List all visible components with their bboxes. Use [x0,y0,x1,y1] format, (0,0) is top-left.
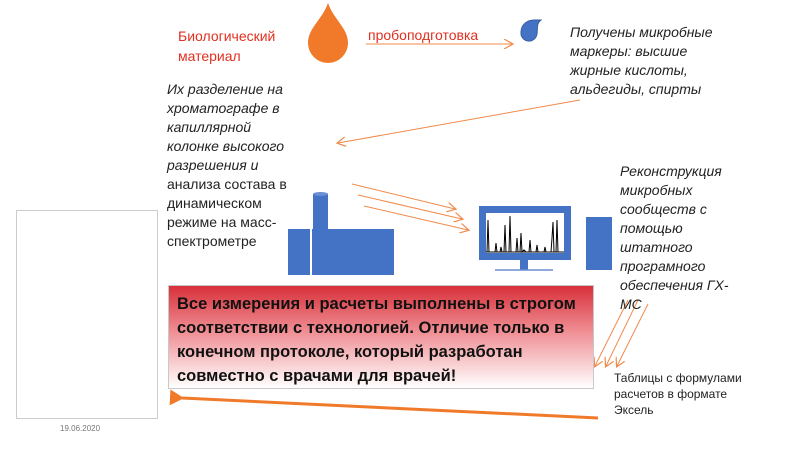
separation-label: Их разделение на хроматографе в капилляр… [167,81,285,173]
highlight-text: Все измерения и расчеты выполнены в стро… [177,295,576,385]
tables-label: Таблицы с формулами расчетов в формате Э… [614,371,742,417]
document-date: 19.06.2020 [60,424,101,433]
drop-icon [308,3,348,63]
sample-prep-label: пробоподготовка [368,27,479,43]
arrow-markers-to-separation [338,99,581,143]
highlight-box: Все измерения и расчеты выполнены в стро… [168,285,594,389]
computer-tower-icon [586,217,612,270]
arrow-recon-2 [606,299,639,366]
arrow-ms-2 [357,194,462,219]
arrow-ms-3 [363,205,468,230]
reconstruction-label: Реконструкция микробных сообществ с помо… [620,163,729,312]
protocol-document [16,210,158,419]
markers-label: Получены микробные маркеры: высшие жирны… [570,24,713,97]
small-drop-icon [520,19,543,42]
bio-material-label: Биологический материал [178,28,276,64]
arrow-recon-1 [595,299,629,366]
arrow-ms-1 [351,183,455,209]
arrow-to-protocol [169,389,599,420]
arrow-recon-3 [617,303,649,366]
monitor-chromatogram-icon [479,206,571,271]
analysis-label: анализа состава в динамическом режиме на… [167,176,287,249]
mass-spectrometer-icon [288,192,394,275]
